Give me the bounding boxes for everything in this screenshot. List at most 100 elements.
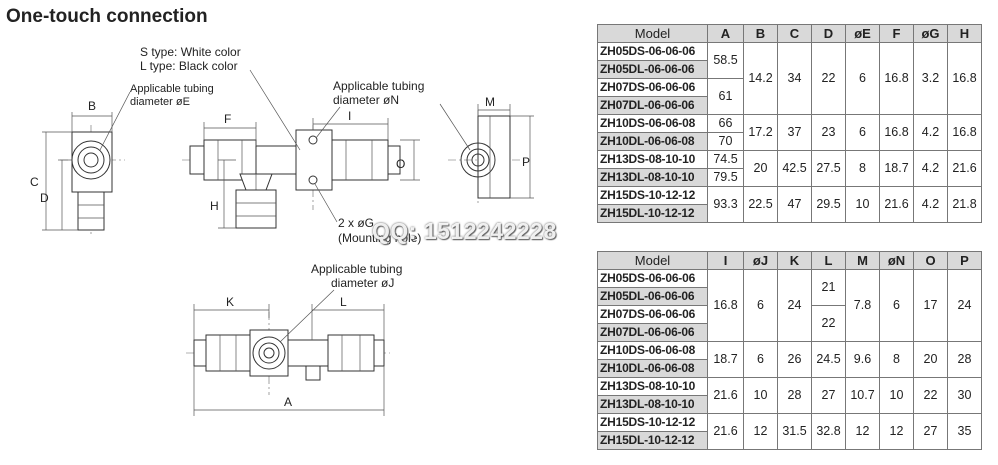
model-cell: ZH05DL-06-06-06 bbox=[597, 60, 708, 79]
cell-p: 35 bbox=[947, 413, 982, 450]
cell-i: 21.6 bbox=[707, 413, 744, 450]
table-row: ZH07DL-06-06-06 bbox=[597, 96, 982, 115]
cell-m: 10.7 bbox=[845, 377, 880, 414]
column-header: L bbox=[811, 251, 846, 270]
cell-j: 12 bbox=[743, 413, 778, 450]
model-cell: ZH07DL-06-06-06 bbox=[597, 96, 708, 115]
column-header: M bbox=[845, 251, 880, 270]
cell-n: 10 bbox=[879, 377, 914, 414]
table-1-header-row: Model A B C D øE F øG H bbox=[597, 24, 982, 43]
cell-a: 66 bbox=[707, 114, 744, 133]
cell-k: 26 bbox=[777, 341, 812, 378]
cell-e: 6 bbox=[845, 114, 880, 151]
dimension-drawing: B C D Applicable tubing diameter øE bbox=[30, 45, 534, 416]
table-row: ZH15DL-10-12-12 bbox=[597, 204, 982, 223]
model-cell: ZH10DS-06-06-08 bbox=[597, 114, 708, 133]
cell-e: 8 bbox=[845, 150, 880, 187]
table-row: ZH13DL-08-10-10 bbox=[597, 395, 982, 414]
column-header: O bbox=[913, 251, 948, 270]
model-cell: ZH13DS-08-10-10 bbox=[597, 150, 708, 169]
cell-d: 22 bbox=[811, 42, 846, 115]
cell-p: 28 bbox=[947, 341, 982, 378]
label-tubing-e-line1: Applicable tubing bbox=[130, 83, 214, 95]
column-header: D bbox=[811, 24, 846, 43]
table-row: ZH15DL-10-12-12 bbox=[597, 431, 982, 450]
table-row: ZH10DS-06-06-08 18.7 6 26 24.5 9.6 8 20 … bbox=[597, 341, 982, 378]
cell-i: 21.6 bbox=[707, 377, 744, 414]
model-cell: ZH05DS-06-06-06 bbox=[597, 42, 708, 61]
watermark-text: QQ: 1512242228 bbox=[372, 218, 557, 244]
cell-f: 21.6 bbox=[879, 186, 914, 223]
cell-g: 4.2 bbox=[913, 114, 948, 151]
cell-d: 29.5 bbox=[811, 186, 846, 223]
cell-e: 10 bbox=[845, 186, 880, 223]
cell-m: 12 bbox=[845, 413, 880, 450]
side-view-right bbox=[439, 103, 534, 205]
model-cell: ZH07DL-06-06-06 bbox=[597, 323, 708, 342]
dim-h: H bbox=[210, 199, 219, 213]
label-mounting-holes-line2: (Mounting hole) bbox=[338, 231, 421, 245]
cell-a: 61 bbox=[707, 78, 744, 115]
model-cell: ZH13DL-08-10-10 bbox=[597, 395, 708, 414]
cell-b: 17.2 bbox=[743, 114, 778, 151]
cell-c: 34 bbox=[777, 42, 812, 115]
model-cell: ZH15DL-10-12-12 bbox=[597, 431, 708, 450]
cell-m: 7.8 bbox=[845, 269, 880, 342]
cell-o: 17 bbox=[913, 269, 948, 342]
table-row: ZH15DS-10-12-12 21.6 12 31.5 32.8 12 12 … bbox=[597, 413, 982, 450]
cell-o: 27 bbox=[913, 413, 948, 450]
cell-l: 27 bbox=[811, 377, 846, 414]
cell-m: 9.6 bbox=[845, 341, 880, 378]
cell-i: 16.8 bbox=[707, 269, 744, 342]
table-row: ZH13DS-08-10-10 74.5 20 42.5 27.5 8 18.7… bbox=[597, 150, 982, 187]
dim-b: B bbox=[88, 99, 96, 113]
cell-a: 70 bbox=[707, 132, 744, 151]
cell-h: 16.8 bbox=[947, 42, 982, 115]
cell-k: 28 bbox=[777, 377, 812, 414]
column-header: C bbox=[777, 24, 812, 43]
model-cell: ZH13DS-08-10-10 bbox=[597, 377, 708, 396]
column-header: Model bbox=[597, 24, 708, 43]
dim-a: A bbox=[284, 395, 292, 409]
model-cell: ZH05DS-06-06-06 bbox=[597, 269, 708, 288]
column-header: K bbox=[777, 251, 812, 270]
dim-f: F bbox=[224, 112, 231, 126]
column-header: øG bbox=[913, 24, 948, 43]
cell-a: 58.5 bbox=[707, 42, 744, 79]
model-cell: ZH10DL-06-06-08 bbox=[597, 359, 708, 378]
cell-i: 18.7 bbox=[707, 341, 744, 378]
table-row: ZH05DS-06-06-06 58.5 14.2 34 22 6 16.8 3… bbox=[597, 42, 982, 115]
cell-h: 16.8 bbox=[947, 114, 982, 151]
model-cell: ZH10DS-06-06-08 bbox=[597, 341, 708, 360]
column-header: øJ bbox=[743, 251, 778, 270]
label-s-type: S type: White color bbox=[140, 45, 241, 59]
table-row: ZH13DS-08-10-10 21.6 10 28 27 10.7 10 22… bbox=[597, 377, 982, 414]
cell-n: 8 bbox=[879, 341, 914, 378]
cell-e: 6 bbox=[845, 42, 880, 115]
cell-p: 24 bbox=[947, 269, 982, 342]
model-cell: ZH07DS-06-06-06 bbox=[597, 305, 708, 324]
column-header: øE bbox=[845, 24, 880, 43]
cell-g: 4.2 bbox=[913, 150, 948, 187]
cell-f: 16.8 bbox=[879, 42, 914, 115]
column-header: P bbox=[947, 251, 982, 270]
cell-b: 20 bbox=[743, 150, 778, 187]
cell-k: 24 bbox=[777, 269, 812, 342]
cell-f: 16.8 bbox=[879, 114, 914, 151]
dimension-table-2: Model I øJ K L M øN O P ZH05DS-06-06-06 … bbox=[597, 251, 982, 450]
label-tubing-n-line1: Applicable tubing bbox=[333, 79, 424, 93]
table-row: ZH05DS-06-06-06 16.8 6 24 21 7.8 6 17 24 bbox=[597, 269, 982, 342]
side-view-left bbox=[42, 91, 131, 235]
cell-o: 20 bbox=[913, 341, 948, 378]
label-mounting-holes-line1: 2 x øG bbox=[338, 216, 374, 230]
cell-a: 93.3 bbox=[707, 186, 744, 223]
column-header: øN bbox=[879, 251, 914, 270]
table-row: ZH05DL-06-06-06 bbox=[597, 60, 982, 79]
dim-l: L bbox=[340, 295, 347, 309]
model-cell: ZH15DL-10-12-12 bbox=[597, 204, 708, 223]
cell-d: 27.5 bbox=[811, 150, 846, 187]
cell-l: 32.8 bbox=[811, 413, 846, 450]
label-tubing-e-line2: diameter øE bbox=[130, 96, 190, 108]
cell-h: 21.8 bbox=[947, 186, 982, 223]
cell-d: 23 bbox=[811, 114, 846, 151]
